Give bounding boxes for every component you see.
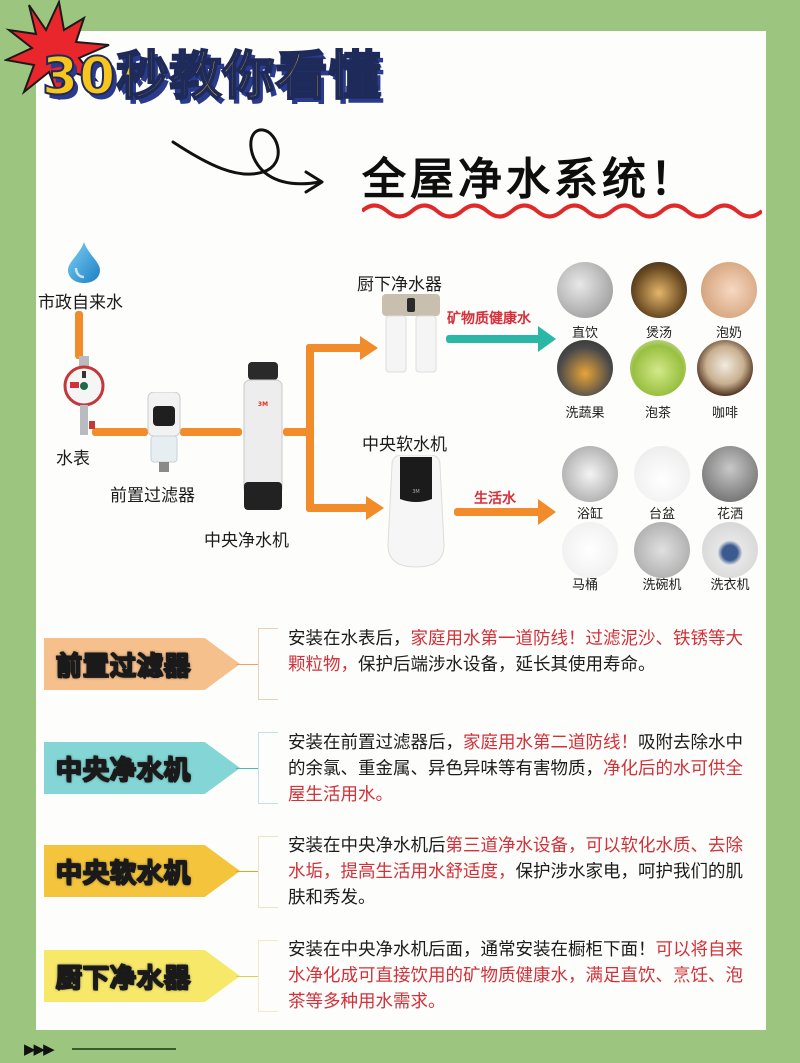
tag-central-purifier: 中央净水机: [44, 742, 240, 794]
footer-divider: [72, 1048, 176, 1050]
orange-arrow-shaft: [454, 508, 542, 516]
use-label: 煲汤: [645, 326, 672, 341]
pipe-branch-vertical: [306, 344, 314, 512]
starburst-icon: [4, 0, 110, 100]
pipe-meter-prefilter: [92, 428, 148, 436]
use-label: 洗衣机: [710, 578, 750, 593]
connector-line: [236, 664, 258, 665]
vegetable-wash-icon: [557, 340, 613, 396]
use-label: 泡奶: [715, 326, 742, 341]
use-label: 咖啡: [711, 406, 738, 421]
connector-line: [236, 871, 258, 872]
footer-arrows-icon: ▶▶▶: [24, 1040, 55, 1058]
pipe-to-kitchen: [306, 344, 366, 352]
bathtub-icon: [562, 446, 618, 502]
tag-prefilter: 前置过滤器: [44, 638, 240, 690]
description-central-purifier: 安装在前置过滤器后，家庭用水第二道防线！吸附去除水中的余氯、重金属、异色异味等有…: [288, 733, 743, 805]
soup-pot-icon: [631, 262, 687, 318]
svg-text:3M: 3M: [412, 489, 420, 495]
water-meter-icon: [63, 356, 105, 435]
tag-kitchen-purifier: 厨下净水器: [44, 950, 240, 1002]
description-softener: 安装在中央净水机后第三道净水设备，可以软化水质、去除水垢，提高生活用水舒适度，保…: [288, 836, 743, 908]
toilet-icon: [562, 522, 618, 578]
use-label: 洗碗机: [642, 578, 682, 593]
prefilter-device-icon: [147, 392, 181, 472]
pipe-to-softener: [306, 504, 372, 512]
pipe-prefilter-central: [180, 428, 242, 436]
headline: 30秒教你看懂: [41, 46, 382, 108]
washing-machine-icon: [702, 522, 758, 578]
wavy-underline-icon: [362, 203, 762, 219]
bracket: [258, 732, 278, 804]
pipe-central-branch: [283, 428, 311, 436]
prefilter-label: 前置过滤器: [110, 486, 195, 506]
central-purifier-device-icon: 3M: [243, 362, 283, 510]
dishwasher-icon: [634, 522, 690, 578]
bracket: [258, 628, 278, 700]
baby-bottle-icon: [701, 262, 757, 318]
softener-label: 中央软水机: [362, 435, 447, 455]
bracket: [258, 940, 278, 1012]
meter-label: 水表: [56, 449, 90, 469]
tag-softener: 中央软水机: [44, 845, 240, 897]
connector-line: [236, 768, 258, 769]
tea-cup-icon: [630, 340, 686, 396]
description-prefilter: 安装在水表后，家庭用水第一道防线！过滤泥沙、铁锈等大颗粒物，保护后端涉水设备，延…: [288, 629, 743, 675]
teal-arrow-shaft: [446, 335, 542, 343]
use-label: 浴缸: [576, 507, 603, 522]
description-kitchen-purifier: 安装在中央净水机后面，通常安装在橱柜下面！可以将自来水净化成可直接饮用的矿物质健…: [288, 940, 743, 1012]
arrow-head-icon: [366, 496, 384, 520]
central-purifier-label: 中央净水机: [204, 531, 289, 551]
orange-arrow-head-icon: [538, 499, 556, 525]
arrow-head-icon: [360, 336, 378, 360]
bracket: [258, 836, 278, 908]
use-label: 泡茶: [644, 406, 671, 421]
teal-arrow-head-icon: [538, 326, 556, 352]
pipe-source: [75, 311, 83, 359]
coffee-cup-icon: [697, 340, 753, 396]
mineral-water-label: 矿物质健康水: [447, 311, 531, 327]
swirl-arrow-icon: [171, 128, 324, 194]
svg-text:3M: 3M: [258, 401, 268, 408]
use-label: 马桶: [571, 578, 598, 593]
page-subtitle: 全屋净水系统！: [362, 154, 698, 205]
water-drop-icon: [68, 242, 100, 283]
kitchen-purifier-device-icon: [382, 294, 440, 373]
shower-icon: [702, 446, 758, 502]
domestic-water-label: 生活水: [474, 491, 516, 507]
use-label: 洗蔬果: [565, 406, 605, 421]
use-label: 台盆: [648, 507, 675, 522]
basin-icon: [634, 446, 690, 502]
use-label: 直饮: [571, 326, 598, 341]
softener-device-icon: 3M: [387, 455, 445, 568]
connector-line: [236, 976, 258, 977]
source-label: 市政自来水: [38, 293, 123, 313]
kitchen-purifier-label: 厨下净水器: [357, 275, 442, 295]
use-label: 花洒: [716, 507, 743, 522]
faucet-icon: [557, 262, 613, 318]
